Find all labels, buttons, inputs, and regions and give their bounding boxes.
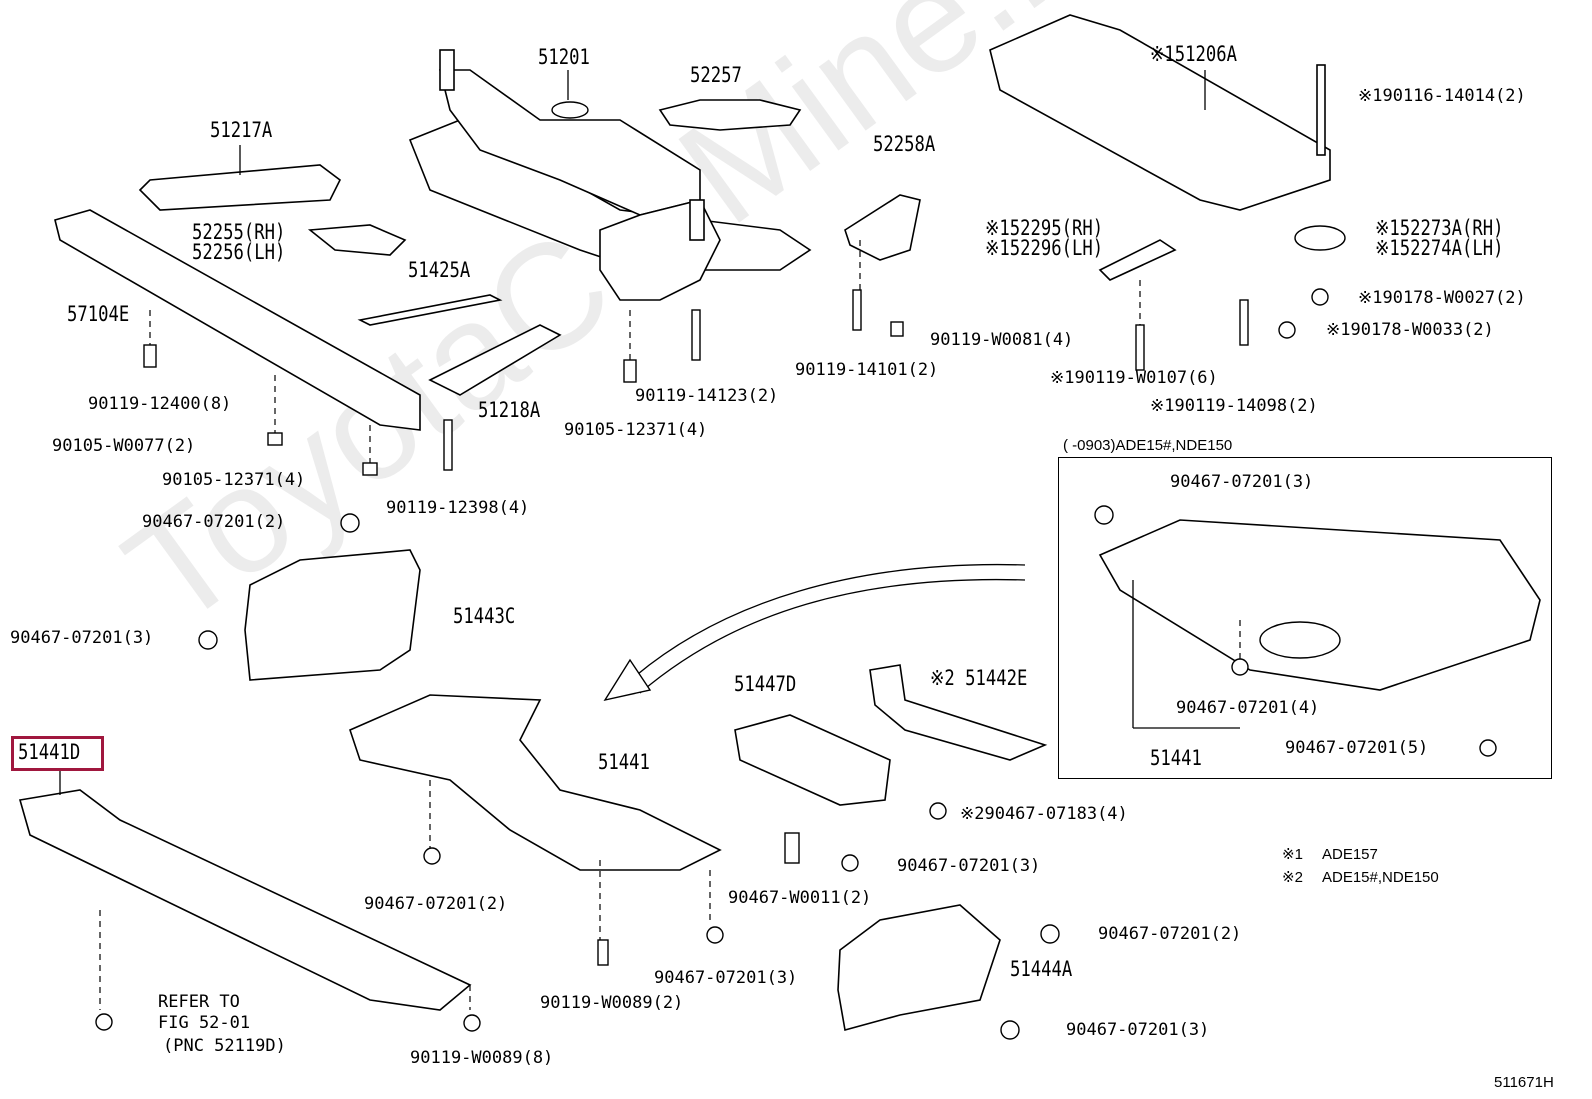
subframe-151206a-shape (989, 14, 1331, 211)
fastener-label[interactable]: 90105-12371(4) (162, 470, 306, 490)
part-label-51443c[interactable]: 51443C (453, 604, 516, 628)
subframe-51201-shape (408, 49, 812, 301)
cover-51444a-shape (837, 904, 1001, 1032)
refer-note-line3: (PNC 52119D) (163, 1036, 286, 1056)
bracket-52258a-shape (844, 194, 921, 261)
fastener-label[interactable]: 90467-07201(2) (142, 512, 286, 532)
fastener-label[interactable]: 90119-12398(4) (386, 498, 530, 518)
rod-51425a-shape (357, 294, 503, 326)
part-label-52257[interactable]: 52257 (690, 63, 742, 87)
fastener-label[interactable]: 90467-07201(3) (1170, 472, 1314, 492)
fastener-label[interactable]: ※190119-14098(2) (1150, 396, 1318, 416)
fastener-label[interactable]: 90467-07201(2) (364, 894, 508, 914)
diagram-id: 511671H (1494, 1074, 1554, 1091)
undercover-51441-shape (349, 694, 722, 871)
undercover-51441d-shape (18, 789, 472, 1011)
fastener-label[interactable]: 90467-07201(3) (897, 856, 1041, 876)
legend-text-1: ADE157 (1322, 846, 1378, 863)
refer-note-line2: FIG 52-01 (158, 1013, 251, 1033)
bolts (95, 288, 1497, 1040)
panel-51217a-shape (138, 164, 342, 211)
fastener-label[interactable]: 90105-12371(4) (564, 420, 708, 440)
part-label-51217a[interactable]: 51217A (210, 118, 273, 142)
fastener-label[interactable]: 90119-12400(8) (88, 394, 232, 414)
part-label-51425a[interactable]: 51425A (408, 258, 471, 282)
fastener-label[interactable]: 90467-07201(3) (654, 968, 798, 988)
arrow-shape (624, 563, 1026, 686)
part-label-52255[interactable]: 52255(RH) (192, 220, 286, 244)
undercover-inset-shape (1098, 519, 1541, 691)
part-label-152273a[interactable]: ※152273A(RH) (1375, 216, 1504, 240)
cover-51447d-shape (734, 714, 891, 806)
fastener-label[interactable]: 90105-W0077(2) (52, 436, 196, 456)
bracket-152295-shape (1098, 239, 1177, 281)
fastener-label[interactable]: ※190119-W0107(6) (1050, 368, 1218, 388)
cover-51442e-shape (869, 664, 1048, 761)
refer-note-line1: REFER TO (158, 992, 240, 1012)
part-label-151206a[interactable]: ※151206A (1150, 42, 1238, 66)
inset-box (1058, 457, 1552, 779)
fastener-label[interactable]: ※190116-14014(2) (1358, 86, 1526, 106)
legend-mark-1: ※1 (1282, 846, 1303, 863)
cover-51443c-shape (244, 549, 421, 681)
fastener-label[interactable]: 90119-W0089(8) (410, 1048, 554, 1068)
part-label-152274a[interactable]: ※152274A(LH) (1375, 236, 1504, 260)
part-label-51441-main[interactable]: 51441 (598, 750, 650, 774)
legend-text-2: ADE15#,NDE150 (1322, 869, 1439, 886)
part-label-51442e[interactable]: ※2 51442E (930, 666, 1028, 690)
fastener-label[interactable]: 90467-07201(4) (1176, 698, 1320, 718)
fastener-label[interactable]: 90467-07201(5) (1285, 738, 1429, 758)
part-label-51441-inset[interactable]: 51441 (1150, 746, 1202, 770)
fastener-label[interactable]: 90119-W0089(2) (540, 993, 684, 1013)
fastener-label[interactable]: 90119-W0081(4) (930, 330, 1074, 350)
part-label-52256[interactable]: 52256(LH) (192, 240, 286, 264)
member-57104e-shape (54, 209, 421, 431)
fastener-label[interactable]: ※190178-W0027(2) (1358, 288, 1526, 308)
part-label-51444a[interactable]: 51444A (1010, 957, 1073, 981)
part-label-57104e[interactable]: 57104E (67, 302, 130, 326)
fastener-label[interactable]: ※290467-07183(4) (960, 804, 1128, 824)
part-label-52258a[interactable]: 52258A (873, 132, 936, 156)
legend-mark-2: ※2 (1282, 869, 1303, 886)
fastener-label[interactable]: 90467-07201(3) (1066, 1020, 1210, 1040)
fastener-label[interactable]: 90119-14101(2) (795, 360, 939, 380)
part-label-51201[interactable]: 51201 (538, 45, 590, 69)
fastener-label[interactable]: 90119-14123(2) (635, 386, 779, 406)
fastener-label[interactable]: 90467-W0011(2) (728, 888, 872, 908)
part-label-51218a[interactable]: 51218A (478, 398, 541, 422)
fastener-label[interactable]: 90467-07201(2) (1098, 924, 1242, 944)
bracket-52255-shape (307, 224, 407, 256)
fastener-label[interactable]: 90467-07201(3) (10, 628, 154, 648)
stud-190116-shape (1316, 64, 1326, 156)
bracket-52257-shape (658, 99, 802, 131)
mount-152273a-shape (1294, 225, 1346, 251)
inset-title: ( -0903)ADE15#,NDE150 (1063, 437, 1233, 454)
member-51218a-shape (428, 324, 562, 396)
fastener-label[interactable]: ※190178-W0033(2) (1326, 320, 1494, 340)
part-label-152296[interactable]: ※152296(LH) (985, 236, 1104, 260)
highlight-box (11, 736, 104, 771)
part-label-152295[interactable]: ※152295(RH) (985, 216, 1104, 240)
part-label-51441d[interactable]: 51441D (18, 740, 81, 764)
part-label-51447d[interactable]: 51447D (734, 672, 797, 696)
